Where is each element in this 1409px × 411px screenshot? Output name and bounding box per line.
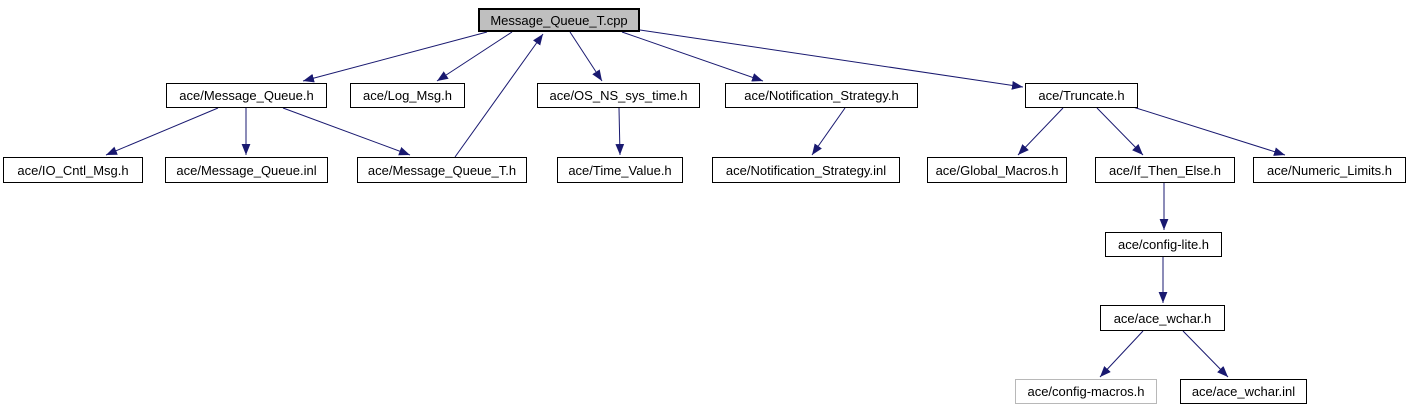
graph-node-io_cntl[interactable]: ace/IO_Cntl_Msg.h xyxy=(3,157,143,183)
include-edge-mq_h-to-io_cntl xyxy=(105,107,219,156)
graph-node-notif_inl[interactable]: ace/Notification_Strategy.inl xyxy=(712,157,900,183)
graph-node-time_value[interactable]: ace/Time_Value.h xyxy=(557,157,683,183)
include-edge-truncate-to-numeric_limits xyxy=(1132,106,1286,156)
include-edge-truncate-to-global_macros xyxy=(1017,107,1064,156)
graph-node-config_lite[interactable]: ace/config-lite.h xyxy=(1105,232,1222,257)
graph-node-mq_t_h[interactable]: ace/Message_Queue_T.h xyxy=(357,157,527,183)
graph-node-global_macros[interactable]: ace/Global_Macros.h xyxy=(927,157,1067,183)
include-edge-notif_h-to-notif_inl xyxy=(811,107,846,156)
graph-node-numeric_limits[interactable]: ace/Numeric_Limits.h xyxy=(1253,157,1406,183)
include-edge-cpp-to-log_msg xyxy=(436,31,513,82)
include-edge-cpp-to-mq_h xyxy=(302,31,488,83)
include-edge-ace_wchar_h-to-config_macros xyxy=(1099,330,1144,378)
include-edge-truncate-to-if_then_else xyxy=(1096,107,1144,156)
graph-node-ace_wchar_h[interactable]: ace/ace_wchar.h xyxy=(1100,305,1225,331)
include-edge-os_ns-to-time_value xyxy=(615,107,625,156)
graph-node-os_ns[interactable]: ace/OS_NS_sys_time.h xyxy=(537,83,700,108)
graph-node-cpp: Message_Queue_T.cpp xyxy=(478,8,640,32)
graph-node-mq_h[interactable]: ace/Message_Queue.h xyxy=(166,83,327,108)
include-edge-cpp-to-truncate xyxy=(639,29,1024,90)
graph-node-ace_wchar_inl[interactable]: ace/ace_wchar.inl xyxy=(1180,379,1307,404)
graph-node-truncate[interactable]: ace/Truncate.h xyxy=(1025,83,1138,108)
graph-node-mq_inl[interactable]: ace/Message_Queue.inl xyxy=(165,157,328,183)
include-edge-cpp-to-os_ns xyxy=(569,31,603,82)
graph-node-config_macros: ace/config-macros.h xyxy=(1015,379,1157,404)
graph-node-if_then_else[interactable]: ace/If_Then_Else.h xyxy=(1095,157,1235,183)
include-edge-mq_h-to-mq_t_h xyxy=(282,107,411,156)
graph-node-log_msg[interactable]: ace/Log_Msg.h xyxy=(350,83,465,108)
include-edge-cpp-to-notif_h xyxy=(621,31,764,82)
graph-node-notif_h[interactable]: ace/Notification_Strategy.h xyxy=(725,83,918,108)
include-edge-mq_t_h-to-cpp xyxy=(454,33,544,158)
include-edge-ace_wchar_h-to-ace_wchar_inl xyxy=(1182,330,1229,378)
